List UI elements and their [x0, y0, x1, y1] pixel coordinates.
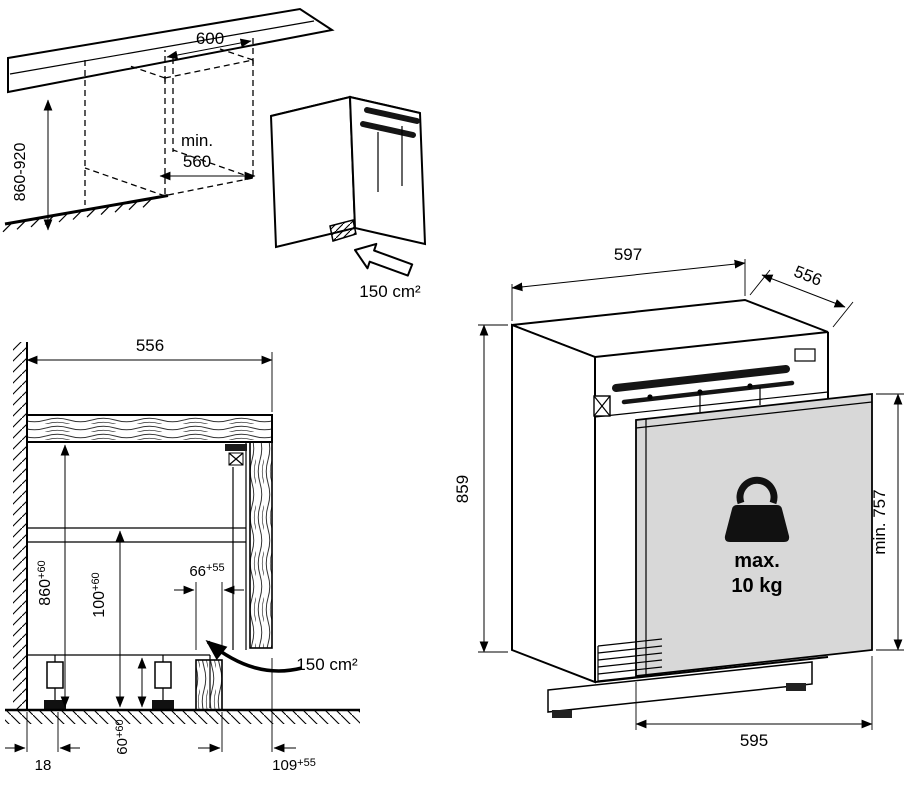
worktop-section	[26, 414, 273, 443]
dim-worktop-depth-label: 556	[136, 336, 164, 355]
worktop-isometric	[7, 7, 335, 94]
dim-niche-width-label: 600	[196, 29, 224, 48]
dimension-109: 109+55	[198, 658, 316, 774]
dim-foot-adjust: 60+60	[114, 719, 131, 754]
dim-plinth-depth: 109+55	[272, 757, 316, 774]
dim-appliance-width: 597	[614, 245, 642, 264]
dim-wall-clearance: 18	[35, 757, 52, 774]
dim-niche-height-label: 860-920	[12, 143, 29, 202]
vent-area-label-top: 150 cm²	[359, 282, 421, 301]
dim-door-width: 595	[740, 731, 768, 750]
dim-base-height: 100+60	[90, 572, 108, 617]
insert-direction-arrow	[354, 242, 414, 277]
dim-depth-min-label: min.	[181, 131, 213, 150]
dim-vent-gap: 66+55	[189, 562, 224, 580]
dimension-18: 18	[5, 712, 80, 774]
dimension-100: 100+60	[90, 530, 125, 708]
wall-section	[13, 342, 28, 711]
appliance-base	[547, 661, 813, 718]
dim-appliance-height: 859	[453, 475, 472, 503]
weight-icon	[724, 476, 790, 542]
dimension-600: 600	[164, 29, 254, 82]
niche-dashed-outline	[84, 48, 254, 205]
mounting-bracket	[225, 444, 247, 650]
door-panel: max. 10 kg	[635, 392, 873, 678]
figure-niche-isometric: 600 min. 560 860-920 150 cm²	[2, 7, 427, 301]
dimension-860: 860+60	[36, 444, 70, 708]
vent-grille	[597, 638, 663, 682]
hinge-rails	[593, 348, 816, 417]
floor-section	[5, 708, 360, 724]
dim-door-height-min: min. 757	[870, 489, 889, 554]
appliance-carcass	[511, 298, 829, 684]
dimension-min-560: min. 560	[159, 131, 256, 181]
vent-area-label-section: 150 cm²	[296, 655, 358, 674]
dimension-859: 859	[453, 324, 508, 653]
figure-cross-section: 150 cm² 556 860+60 100+60	[5, 336, 360, 774]
appliance-box	[269, 95, 427, 249]
floor-line	[2, 194, 169, 233]
vent-hatch-area	[329, 219, 357, 242]
dimension-595: 595	[635, 656, 873, 750]
figure-appliance-isometric: max. 10 kg 597 556	[453, 245, 904, 750]
dimension-66: 66+55	[174, 562, 244, 650]
plinth-panel	[195, 659, 223, 711]
door-mount-rails	[360, 107, 420, 192]
dimension-60: 60+60	[114, 657, 147, 755]
door-load-label: max.	[734, 550, 780, 572]
dimension-min-757: min. 757	[870, 393, 904, 651]
adjustable-foot-left	[44, 655, 66, 709]
door-load-value: 10 kg	[731, 575, 782, 597]
dimension-860-920: 860-920	[12, 99, 53, 231]
dim-depth-min-value: 560	[183, 152, 211, 171]
furniture-panel	[249, 441, 273, 649]
dimension-597: 597	[511, 245, 746, 321]
dimension-556-section: 556	[26, 336, 273, 412]
adjustable-foot-right	[152, 655, 174, 709]
dim-niche-height: 860+60	[36, 560, 54, 605]
airflow-arrow	[205, 639, 303, 673]
dim-appliance-depth: 556	[791, 262, 824, 290]
